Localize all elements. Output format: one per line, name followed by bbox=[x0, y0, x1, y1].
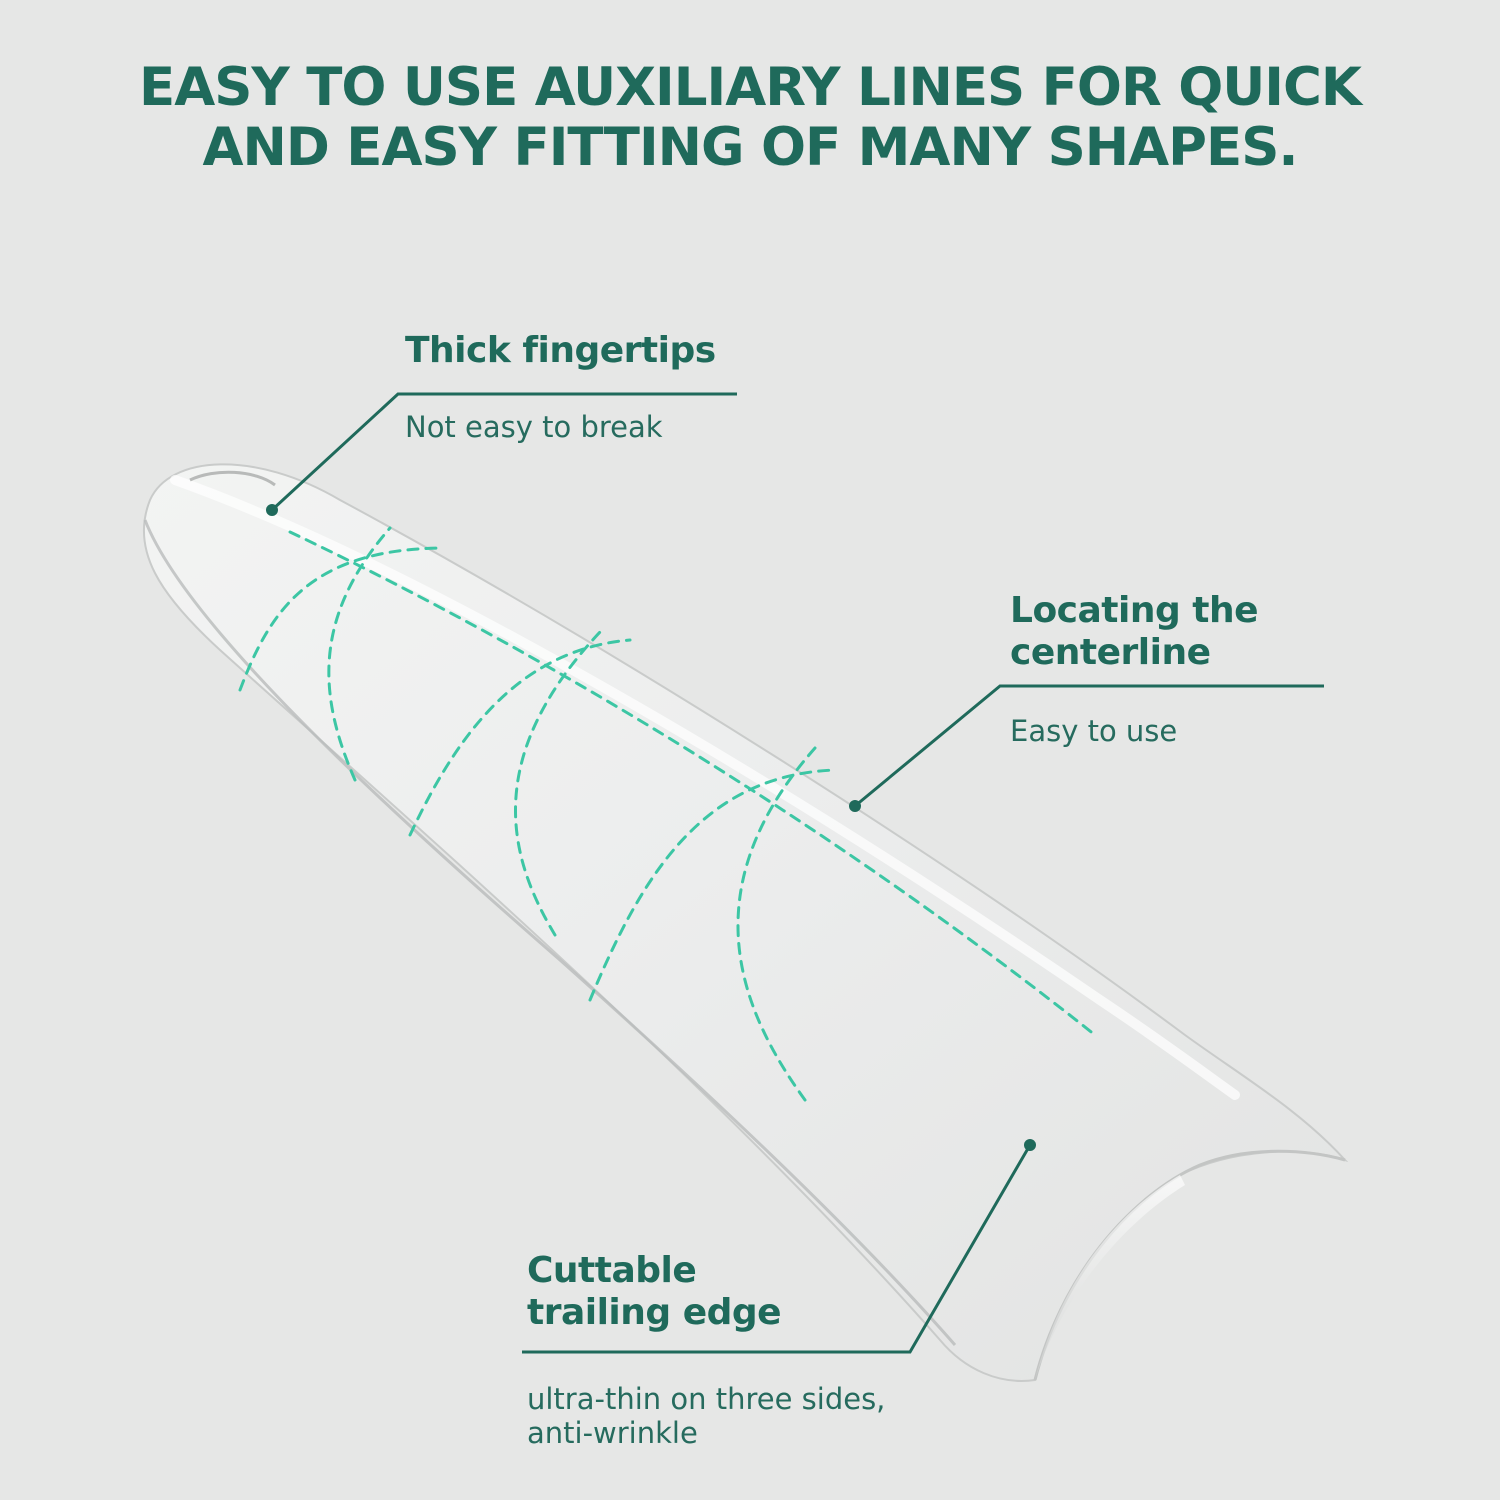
leader-fingertips bbox=[270, 392, 737, 512]
guide-arc-4 bbox=[514, 630, 602, 937]
leader-lines bbox=[270, 392, 1324, 1354]
nail-edge-shade bbox=[143, 519, 957, 1346]
nail-ridge-highlight bbox=[170, 475, 1240, 1100]
callout-description: Not easy to break bbox=[405, 410, 663, 444]
guide-arc-3 bbox=[408, 638, 632, 837]
callout-description: Easy to use bbox=[1010, 714, 1178, 748]
callout-title-line-1: Cuttable bbox=[527, 1250, 697, 1291]
guide-arc-5 bbox=[588, 768, 837, 1002]
leader-dot-trailing-edge bbox=[1024, 1139, 1036, 1151]
auxiliary-guide-lines bbox=[238, 526, 1097, 1102]
guide-arc-1 bbox=[238, 546, 442, 692]
headline-line-2: AND EASY FITTING OF MANY SHAPES. bbox=[202, 117, 1298, 178]
centerline-guide bbox=[288, 530, 1097, 1037]
callout-title-line-2: trailing edge bbox=[527, 1292, 782, 1333]
callout-trailing-edge: Cuttable trailing edge ultra-thin on thr… bbox=[527, 1250, 885, 1450]
leader-trailing-edge bbox=[522, 1144, 1032, 1354]
callout-title-line-1: Locating the bbox=[1010, 590, 1259, 631]
leader-centerline bbox=[854, 684, 1324, 808]
leader-dot-centerline bbox=[849, 800, 861, 812]
guide-arc-2 bbox=[327, 526, 392, 782]
headline: EASY TO USE AUXILIARY LINES FOR QUICK AN… bbox=[0, 58, 1500, 178]
leader-dot-fingertips bbox=[266, 504, 278, 516]
callout-centerline: Locating the centerline Easy to use bbox=[1010, 590, 1259, 748]
callout-description-line-2: anti-wrinkle bbox=[527, 1416, 698, 1450]
nail-tip-end bbox=[189, 470, 276, 487]
headline-line-1: EASY TO USE AUXILIARY LINES FOR QUICK bbox=[139, 57, 1362, 118]
leader-dots bbox=[266, 504, 1036, 1151]
callout-title-line-2: centerline bbox=[1010, 632, 1211, 673]
callout-thick-fingertips: Thick fingertips Not easy to break bbox=[405, 330, 716, 444]
callout-description-line-1: ultra-thin on three sides, bbox=[527, 1382, 886, 1416]
callout-title: Thick fingertips bbox=[405, 330, 716, 371]
guide-arc-6 bbox=[736, 746, 817, 1102]
